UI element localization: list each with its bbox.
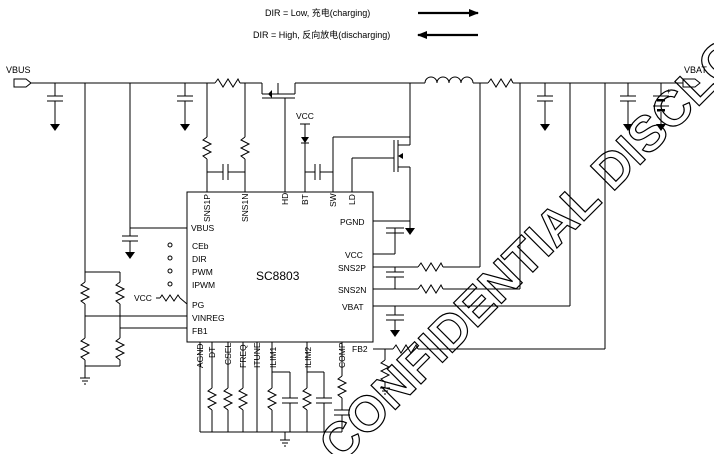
bottom-network: [199, 342, 350, 447]
pin-sns2n: SNS2N: [338, 285, 366, 295]
bootstrap-network: VCC: [296, 83, 411, 192]
pin-ipwm: IPWM: [192, 280, 215, 290]
battery-plus-label: +: [666, 87, 671, 96]
top-pins: SNS1P SNS1N HD BT SW LD: [202, 193, 357, 222]
output-stage: +: [537, 83, 671, 131]
left-divider-networks: [79, 83, 187, 385]
inductor: [424, 76, 474, 84]
pg-pullup: VCC: [134, 293, 188, 305]
input-capacitors: [47, 83, 193, 131]
left-pins: VBUS CEb DIR PWM IPWM PG VINREG FB1: [167, 223, 225, 336]
pin-ld: LD: [347, 194, 357, 205]
bottom-pins: AGND DT CSEL FREQ ITUNE ILIM1 ILIM2 COMP: [195, 342, 347, 368]
pin-bt: BT: [300, 194, 310, 205]
port-vbus-label: VBUS: [6, 65, 31, 75]
port-vbat: VBAT: [682, 65, 707, 88]
vcc-top-label: VCC: [296, 111, 314, 121]
pin-hd: HD: [280, 193, 290, 205]
port-vbat-connector: [682, 78, 701, 88]
chip-name: SC8803: [256, 269, 300, 283]
port-vbus-connector: [13, 78, 32, 88]
pin-sns2p: SNS2P: [338, 263, 366, 273]
pin-fb1: FB1: [192, 326, 208, 336]
right-pins: PGND VCC SNS2P SNS2N VBAT FB2: [338, 217, 368, 354]
port-vbus: VBUS: [6, 65, 32, 88]
sense-resistor-2: [487, 77, 514, 88]
main-rail: [31, 76, 683, 88]
port-vbat-label: VBAT: [684, 65, 707, 75]
legend-discharging: DIR = High, 反向放电(discharging): [253, 29, 390, 40]
pin-ilim2: ILIM2: [303, 346, 313, 368]
pin-pg: PG: [192, 300, 204, 310]
low-side-mosfet: [351, 137, 415, 235]
vcc-left-label: VCC: [134, 293, 152, 303]
pin-sns1n: SNS1N: [240, 194, 250, 222]
pin-vbus: VBUS: [191, 223, 214, 233]
pin-ceb: CEb: [192, 241, 209, 251]
pin-vcc: VCC: [345, 250, 363, 260]
pin-fb2: FB2: [352, 344, 368, 354]
vbus-pin-network: [122, 83, 187, 259]
pin-pwm: PWM: [192, 267, 213, 277]
pin-vinreg: VINREG: [192, 313, 225, 323]
right-side-networks: [373, 83, 606, 395]
sense1-network: [201, 83, 251, 192]
high-side-mosfet: [261, 83, 296, 192]
legend-charging: DIR = Low, 充电(charging): [265, 7, 370, 18]
pin-dir: DIR: [192, 254, 207, 264]
watermark: CONFIDENTIAL DISCLOSURE UNDER NDA: [308, 0, 714, 454]
pin-pgnd: PGND: [340, 217, 365, 227]
pin-sns1p: SNS1P: [202, 194, 212, 222]
direction-legend: DIR = Low, 充电(charging) DIR = High, 反向放电…: [253, 7, 479, 40]
pin-sw: SW: [328, 193, 338, 207]
pin-ilim1: ILIM1: [268, 346, 278, 368]
sense-resistor-1: [214, 77, 241, 88]
pin-vbat: VBAT: [342, 302, 364, 312]
